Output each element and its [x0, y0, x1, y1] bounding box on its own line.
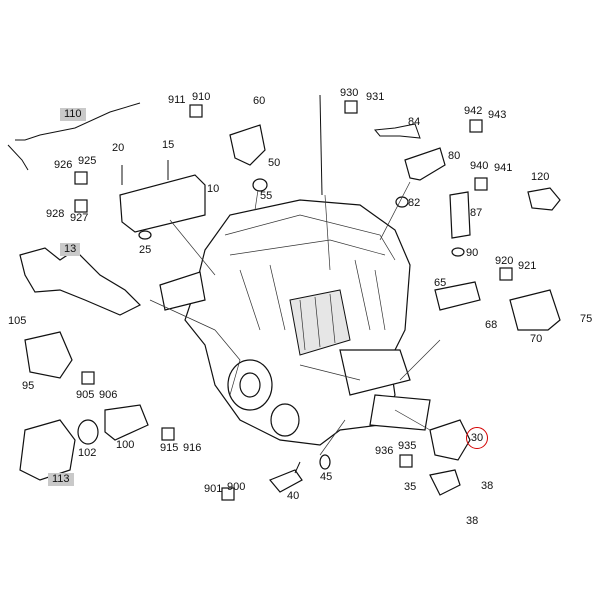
- callout-113: 113: [48, 473, 74, 486]
- sensor-95: [24, 331, 73, 379]
- callout-38: 38: [466, 515, 479, 527]
- callout-906: 906: [99, 389, 118, 401]
- callout-935: 935: [398, 440, 417, 452]
- callout-65: 65: [434, 277, 447, 289]
- control-unit-10: [119, 174, 206, 233]
- leader-lines: [149, 181, 441, 456]
- callout-110: 110: [60, 108, 86, 121]
- callout-910: 910: [192, 91, 211, 103]
- ring-102: [77, 419, 99, 445]
- callout-925: 925: [78, 155, 97, 167]
- callout-45: 45: [320, 471, 333, 483]
- callout-82: 82: [408, 197, 421, 209]
- callout-942: 942: [464, 105, 483, 117]
- sensor-30: [429, 419, 471, 461]
- callout-920: 920: [495, 255, 514, 267]
- callout-13: 13: [60, 243, 81, 256]
- sensor-80: [404, 147, 446, 181]
- callout-38: 38: [481, 480, 494, 492]
- bracket-13: [19, 247, 142, 316]
- callout-80: 80: [448, 150, 461, 162]
- callout-35: 35: [404, 481, 417, 493]
- sensor-40: [269, 469, 303, 493]
- callout-100: 100: [116, 439, 135, 451]
- callout-30-highlighted: 30: [466, 427, 488, 449]
- callout-68: 68: [485, 319, 498, 331]
- callout-15: 15: [162, 139, 175, 151]
- module-113: [19, 419, 76, 481]
- callout-927: 927: [70, 212, 89, 224]
- callout-25: 25: [139, 244, 152, 256]
- callout-915: 915: [160, 442, 179, 454]
- callout-70: 70: [530, 333, 543, 345]
- callout-90: 90: [466, 247, 479, 259]
- callout-931: 931: [366, 91, 385, 103]
- callout-930: 930: [340, 87, 359, 99]
- callout-102: 102: [78, 447, 97, 459]
- connector-plugs: [74, 100, 513, 501]
- sensor-120: [527, 187, 561, 211]
- callout-60: 60: [253, 95, 266, 107]
- sensor-50: [229, 124, 266, 166]
- callout-901: 901: [204, 483, 223, 495]
- cover-70: [509, 289, 561, 331]
- callout-20: 20: [112, 142, 125, 154]
- callout-936: 936: [375, 445, 394, 457]
- callout-50: 50: [268, 157, 281, 169]
- callout-941: 941: [494, 162, 513, 174]
- callout-926: 926: [54, 159, 73, 171]
- glow-plug-55: [319, 94, 323, 196]
- callout-943: 943: [488, 109, 507, 121]
- callout-10: 10: [207, 183, 220, 195]
- callout-95: 95: [22, 380, 35, 392]
- callout-40: 40: [287, 490, 300, 502]
- callout-55: 55: [260, 190, 273, 202]
- sensor-100: [104, 404, 149, 441]
- sensor-65: [434, 281, 481, 311]
- engine-block: [159, 199, 431, 446]
- ring-45: [319, 454, 331, 470]
- callout-911: 911: [168, 94, 186, 106]
- callout-900: 900: [227, 481, 246, 493]
- callout-120: 120: [531, 171, 550, 183]
- callout-928: 928: [46, 208, 65, 220]
- sensor-87: [449, 191, 471, 239]
- callout-905: 905: [76, 389, 95, 401]
- callout-105: 105: [8, 315, 27, 327]
- callout-75: 75: [580, 313, 593, 325]
- callout-87: 87: [470, 207, 483, 219]
- clip-84: [374, 123, 421, 139]
- callout-921: 921: [518, 260, 537, 272]
- callout-940: 940: [470, 160, 489, 172]
- callout-84: 84: [408, 116, 421, 128]
- callout-916: 916: [183, 442, 202, 454]
- exhaust-temp-sensor-110: [15, 102, 141, 141]
